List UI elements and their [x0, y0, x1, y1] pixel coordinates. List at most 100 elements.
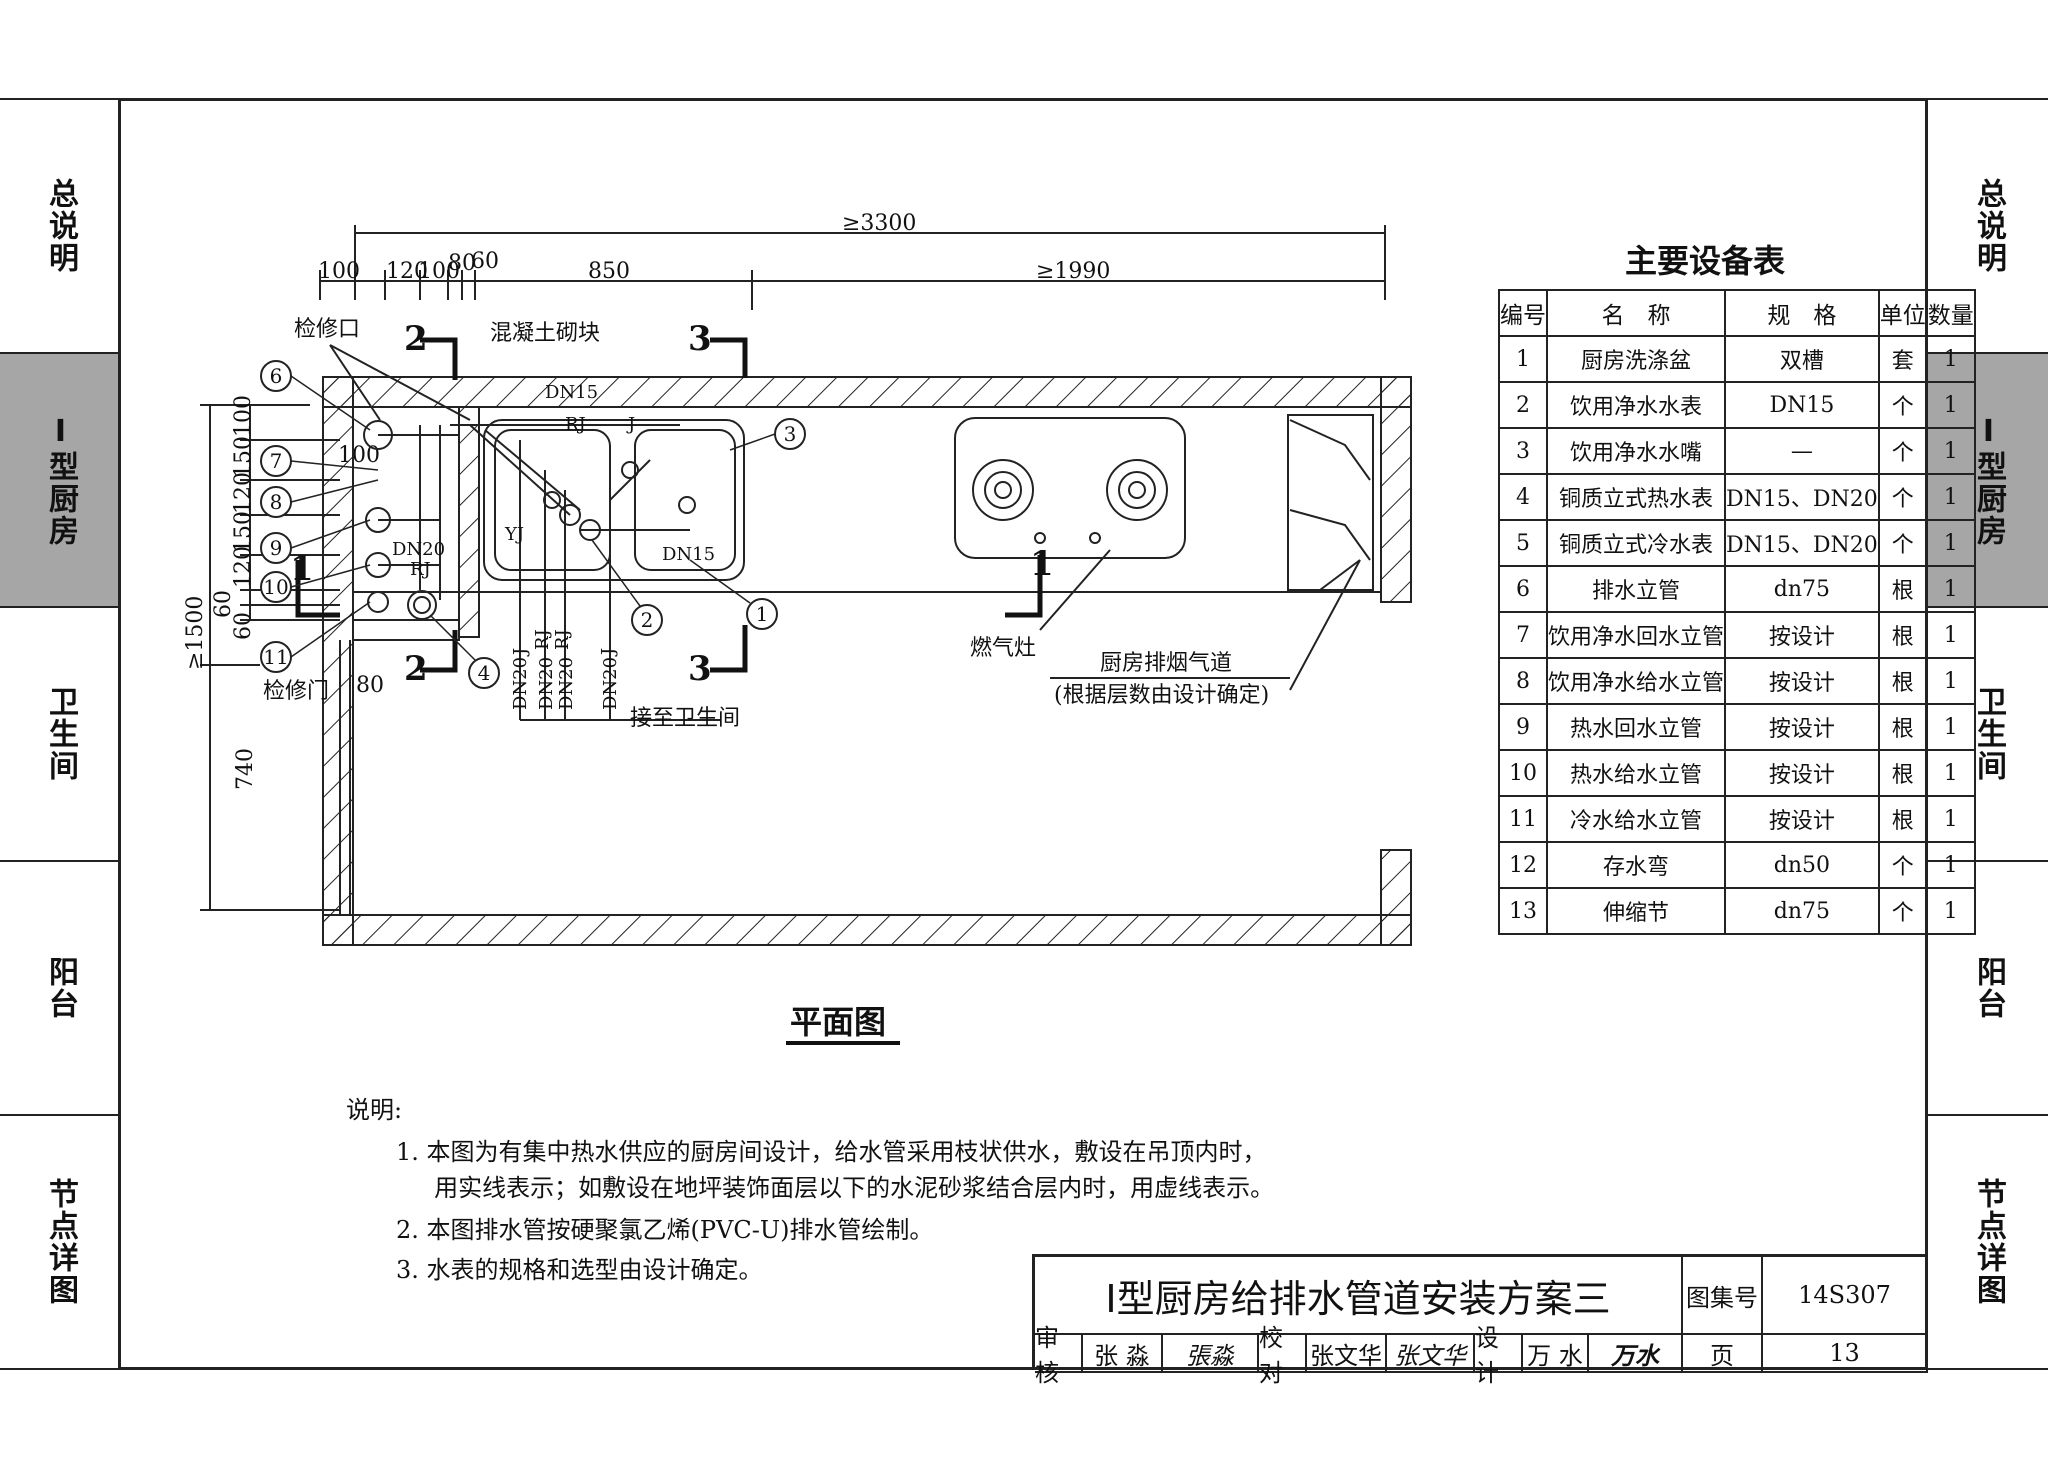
cell: 根 [1877, 703, 1928, 751]
cell: 个 [1877, 519, 1928, 567]
label-yj: YJ [504, 524, 524, 545]
cell: 1 [1925, 749, 1976, 797]
label-pipe-j-1: J [510, 648, 531, 657]
cell: 按设计 [1724, 749, 1880, 797]
callout-3: 3 [784, 422, 797, 446]
cell: 1 [1925, 381, 1976, 429]
cell: 双槽 [1724, 335, 1880, 383]
label-dn15-top: DN15 [545, 382, 598, 403]
cell: 根 [1877, 795, 1928, 843]
side-tab-details[interactable]: 节点详图 [1971, 1178, 2006, 1306]
section-mark-3-bottom: 3 [688, 649, 712, 689]
cell: 个 [1877, 427, 1928, 475]
cell: 按设计 [1724, 657, 1880, 705]
cell: 8 [1498, 657, 1548, 705]
cell: 1 [1925, 611, 1976, 659]
cell: 1 [1925, 657, 1976, 705]
side-tab-bathroom[interactable]: 卫生间 [43, 686, 78, 782]
divider [1928, 606, 2048, 608]
cell: 个 [1877, 381, 1928, 429]
callout-2: 2 [641, 608, 654, 632]
reviewer-signature: 張淼 [1163, 1335, 1259, 1373]
cell: 1 [1925, 887, 1976, 935]
cell: 冷水给水立管 [1545, 795, 1727, 843]
callout-7: 7 [270, 449, 283, 473]
side-tab-details[interactable]: 节点详图 [43, 1178, 78, 1306]
section-mark-3-top: 3 [688, 319, 712, 359]
dim-1500: ≥1500 [183, 596, 208, 670]
dim-100b: 100 [418, 259, 460, 284]
cell: 排水立管 [1545, 565, 1727, 613]
cell: 铜质立式热水表 [1545, 473, 1727, 521]
cell: 套 [1877, 335, 1928, 383]
dim-850: 850 [588, 259, 630, 284]
label-gas-stove: 燃气灶 [970, 636, 1036, 661]
dim-1990: ≥1990 [1036, 259, 1110, 284]
cell: — [1724, 427, 1880, 475]
dim-h80: 80 [356, 673, 384, 698]
cell: 9 [1498, 703, 1548, 751]
section-marks [295, 337, 1043, 673]
col-header-spec: 规 格 [1724, 289, 1880, 337]
plan-labels: 检修口 混凝土砌块 检修门 燃气灶 厨房排烟气道 (根据层数由设计确定) 接至卫… [263, 317, 1269, 731]
label-pipe-rj-2: RJ [552, 629, 573, 650]
dim-total: ≥3300 [842, 211, 916, 236]
dim-100: 100 [318, 259, 360, 284]
divider [0, 860, 120, 862]
cell: 饮用净水水嘴 [1545, 427, 1727, 475]
cell: 根 [1877, 611, 1928, 659]
label-flue: 厨房排烟气道 [1100, 651, 1232, 676]
cell: 1 [1925, 565, 1976, 613]
cell: 伸缩节 [1545, 887, 1727, 935]
callout-numbers: 6 7 8 9 10 11 3 2 1 4 [263, 364, 796, 685]
note-line-4: 3. 水表的规格和选型由设计确定。 [396, 1256, 763, 1284]
cell: 个 [1877, 887, 1928, 935]
cell: dn75 [1724, 565, 1880, 613]
cell: 1 [1925, 473, 1976, 521]
label-pipe-dn20-1: DN20 [510, 657, 531, 710]
cell: 10 [1498, 749, 1548, 797]
pipe-risers [363, 420, 720, 721]
side-tab-balcony[interactable]: 阳台 [43, 956, 78, 1020]
check-label: 校对 [1259, 1324, 1307, 1387]
cell: 铜质立式冷水表 [1545, 519, 1727, 567]
divider [1928, 1114, 2048, 1116]
cell: 饮用净水给水立管 [1545, 657, 1727, 705]
label-pipe-dn20-3: DN20 [556, 657, 577, 710]
gas-stove [954, 417, 1186, 559]
walls [322, 376, 1412, 946]
col-header-qty: 数量 [1925, 289, 1976, 337]
cell: 厨房洗涤盆 [1545, 335, 1727, 383]
label-pipe-j-2: J [598, 648, 619, 657]
checker-signature: 张文华 [1387, 1335, 1475, 1373]
cell: 6 [1498, 565, 1548, 613]
page-number: 13 [1763, 1335, 1928, 1373]
divider [0, 606, 120, 608]
cell: dn75 [1724, 887, 1880, 935]
page-label: 页 [1683, 1335, 1763, 1373]
cell: 1 [1925, 427, 1976, 475]
cell: 1 [1925, 519, 1976, 567]
atlas-label: 图集号 [1683, 1257, 1763, 1335]
cell: 个 [1877, 473, 1928, 521]
label-to-bathroom: 接至卫生间 [630, 706, 740, 731]
cell: 饮用净水水表 [1545, 381, 1727, 429]
section-mark-1-left: 1 [290, 549, 314, 589]
side-tab-general[interactable]: 总说明 [1971, 178, 2006, 274]
side-tab-kitchen[interactable]: I型厨房 [0, 354, 120, 606]
dim-v120: 120 [231, 472, 256, 514]
side-tab-bathroom[interactable]: 卫生间 [1971, 686, 2006, 782]
designer-name: 万 水 [1523, 1335, 1589, 1373]
callout-1: 1 [756, 602, 769, 626]
side-tab-general[interactable]: 总说明 [43, 178, 78, 274]
side-tab-balcony[interactable]: 阳台 [1971, 956, 2006, 1020]
label-dn15-sink: DN15 [662, 544, 715, 565]
callout-leaders [290, 375, 776, 661]
col-header-name: 名 称 [1545, 289, 1727, 337]
review-label: 审核 [1035, 1324, 1083, 1387]
callout-6: 6 [270, 364, 283, 388]
